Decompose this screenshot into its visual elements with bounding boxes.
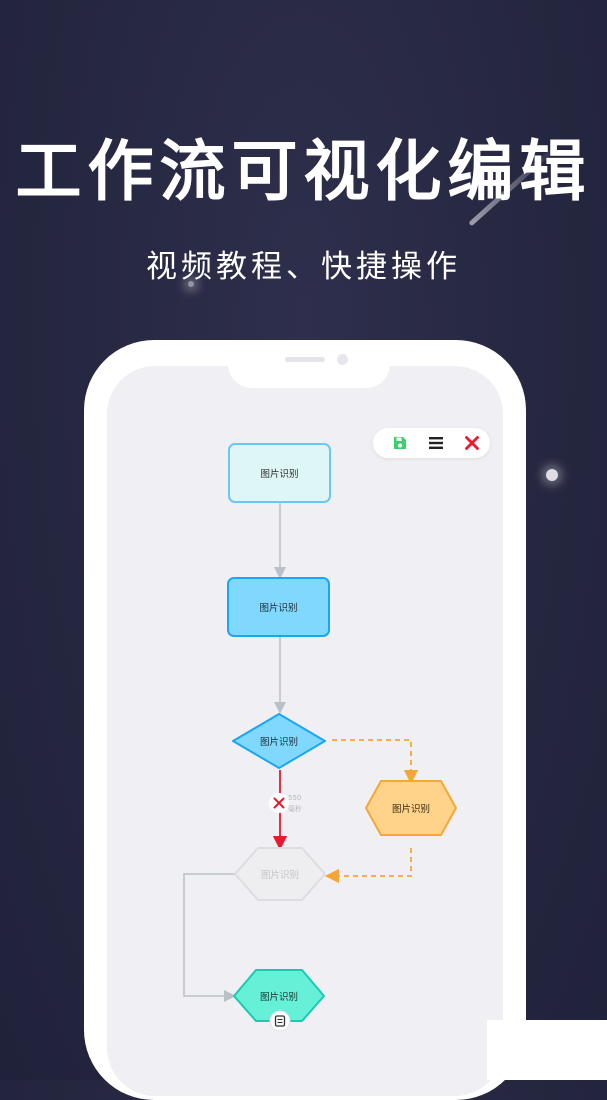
node-label: 图片识别 xyxy=(261,869,299,881)
menu-button[interactable] xyxy=(421,428,451,458)
node-label: 图片识别 xyxy=(259,602,297,614)
save-icon xyxy=(394,437,406,449)
corner-patch xyxy=(487,1020,607,1080)
subheadline: 视频教程、快捷操作 xyxy=(146,249,461,285)
flow-node-end[interactable]: 图片识别 xyxy=(233,969,325,1022)
glow-dot-small xyxy=(188,281,194,287)
close-icon xyxy=(465,436,479,450)
failure-marker[interactable] xyxy=(269,793,289,813)
flow-node-image-recognition-1[interactable]: 图片识别 xyxy=(228,443,331,503)
node-label: 图片识别 xyxy=(392,803,430,815)
glow-dot xyxy=(546,469,558,481)
flow-node-disabled[interactable]: 图片识别 xyxy=(234,847,326,901)
phone-camera xyxy=(337,354,348,365)
connector-to-end[interactable] xyxy=(183,873,238,1002)
fail-x-icon xyxy=(273,797,285,809)
editor-toolbar xyxy=(373,428,490,458)
document-icon xyxy=(274,1015,286,1027)
flow-node-condition[interactable]: 图片识别 xyxy=(232,713,326,769)
flow-node-alternate[interactable]: 图片识别 xyxy=(365,780,457,836)
close-button[interactable] xyxy=(457,428,487,458)
flow-node-image-recognition-2[interactable]: 图片识别 xyxy=(227,577,330,637)
node-label: 图片识别 xyxy=(260,468,298,480)
node-detail-badge[interactable] xyxy=(269,1010,291,1032)
node-label: 图片识别 xyxy=(260,736,298,748)
phone-speaker xyxy=(285,357,325,362)
delay-unit: 毫秒 xyxy=(288,804,302,813)
connector-alt-branch-in[interactable] xyxy=(324,848,412,884)
menu-icon xyxy=(429,437,443,449)
save-button[interactable] xyxy=(385,428,415,458)
connector-alt-branch-out[interactable] xyxy=(332,739,419,785)
node-label: 图片识别 xyxy=(260,991,298,1003)
delay-value: 550 xyxy=(288,794,301,802)
headline: 工作流可视化编辑 xyxy=(15,133,592,210)
